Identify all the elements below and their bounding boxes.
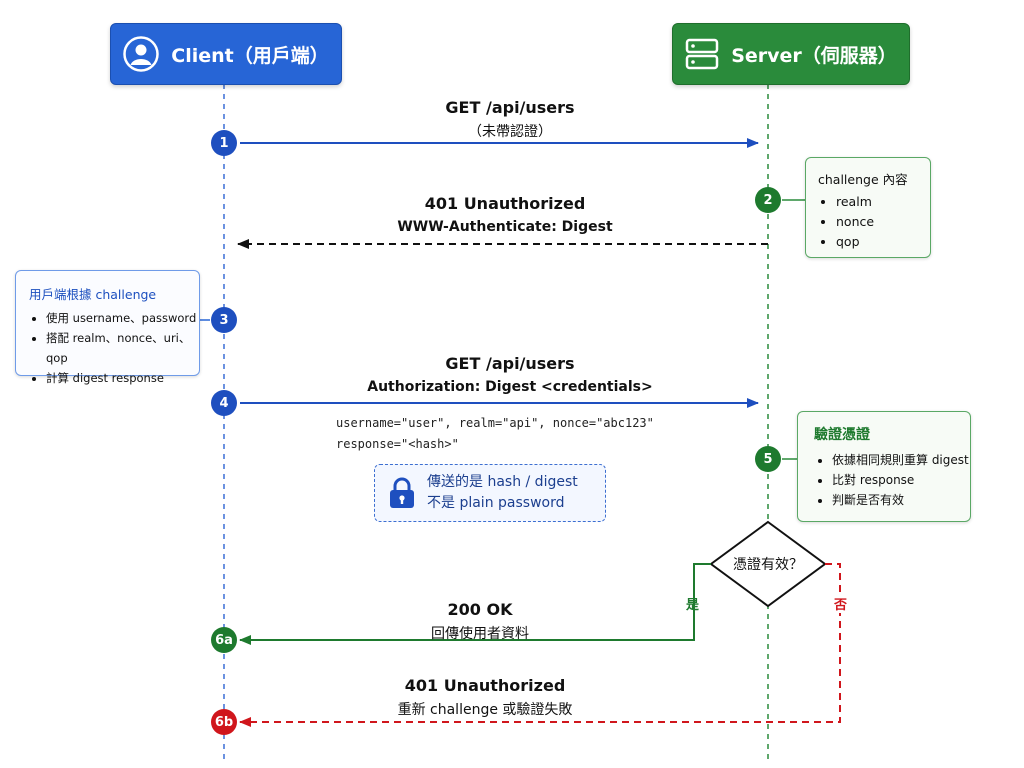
verify-item: 比對 response	[832, 470, 970, 490]
step-5-badge: 5	[755, 446, 781, 472]
message-6b: 401 Unauthorized 重新 challenge 或驗證失敗	[370, 676, 600, 719]
step-6b-badge: 6b	[211, 709, 237, 735]
client-compute-note-title: 用戶端根據 challenge	[29, 287, 157, 302]
message-6b-subtitle: 重新 challenge 或驗證失敗	[397, 702, 573, 718]
challenge-item: qop	[836, 232, 930, 252]
message-4-title: GET /api/users	[445, 354, 575, 373]
credentials-code: username="user", realm="api", nonce="abc…	[336, 413, 654, 455]
credentials-code-line-2: response="<hash>"	[336, 437, 459, 451]
message-4: GET /api/users Authorization: Digest <cr…	[360, 354, 660, 395]
step-6a-badge: 6a	[211, 627, 237, 653]
message-1-title: GET /api/users	[445, 98, 575, 117]
message-4-subtitle: Authorization: Digest <credentials>	[367, 379, 653, 395]
lock-icon	[389, 477, 415, 509]
verify-note-title: 驗證憑證	[814, 427, 870, 443]
message-1-subtitle: （未帶認證）	[468, 124, 552, 140]
server-actor: Server（伺服器）	[672, 23, 910, 85]
message-6a: 200 OK 回傳使用者資料	[400, 600, 560, 643]
no-branch-line	[239, 563, 841, 727]
server-icon	[685, 38, 719, 70]
step-3-badge: 3	[211, 307, 237, 333]
client-compute-item: 計算 digest response	[46, 368, 199, 388]
client-compute-item: 搭配 realm、nonce、uri、qop	[46, 328, 199, 368]
message-6b-title: 401 Unauthorized	[404, 676, 566, 695]
decision-diamond	[709, 520, 827, 608]
verify-note: 驗證憑證 依據相同規則重算 digest 比對 response 判斷是否有效	[797, 411, 971, 522]
step-4-badge: 4	[211, 390, 237, 416]
challenge-note-title: challenge 內容	[818, 172, 908, 187]
message-1: GET /api/users （未帶認證）	[400, 98, 620, 141]
message-2-subtitle: WWW-Authenticate: Digest	[397, 219, 613, 235]
message-2-title: 401 Unauthorized	[424, 194, 586, 213]
message-6a-subtitle: 回傳使用者資料	[431, 626, 529, 642]
challenge-item: nonce	[836, 212, 930, 232]
hash-note-box: 傳送的是 hash / digest 不是 plain password	[374, 464, 606, 522]
hash-note-line-2: 不是 plain password	[427, 495, 565, 511]
client-compute-item: 使用 username、password	[46, 308, 199, 328]
challenge-note: challenge 內容 realm nonce qop	[805, 157, 931, 258]
step-1-badge: 1	[211, 130, 237, 156]
message-2: 401 Unauthorized WWW-Authenticate: Diges…	[380, 194, 630, 235]
decision-yes-label: 是	[686, 598, 700, 613]
user-icon	[123, 36, 160, 72]
client-compute-note: 用戶端根據 challenge 使用 username、password 搭配 …	[15, 270, 200, 385]
decision-label: 憑證有效？	[733, 557, 803, 573]
verify-item: 判斷是否有效	[832, 490, 970, 510]
credentials-code-line-1: username="user", realm="api", nonce="abc…	[336, 416, 654, 430]
decision-no-label: 否	[834, 594, 848, 613]
message-6a-title: 200 OK	[447, 600, 513, 619]
challenge-item: realm	[836, 192, 930, 212]
verify-item: 依據相同規則重算 digest	[832, 450, 970, 470]
step-2-badge: 2	[755, 187, 781, 213]
hash-note-line-1: 傳送的是 hash / digest	[427, 474, 578, 490]
client-label: Client（用戶端）	[171, 44, 329, 67]
yes-branch-line	[239, 563, 711, 645]
client-actor: Client（用戶端）	[110, 23, 342, 85]
server-label: Server（伺服器）	[731, 44, 897, 67]
